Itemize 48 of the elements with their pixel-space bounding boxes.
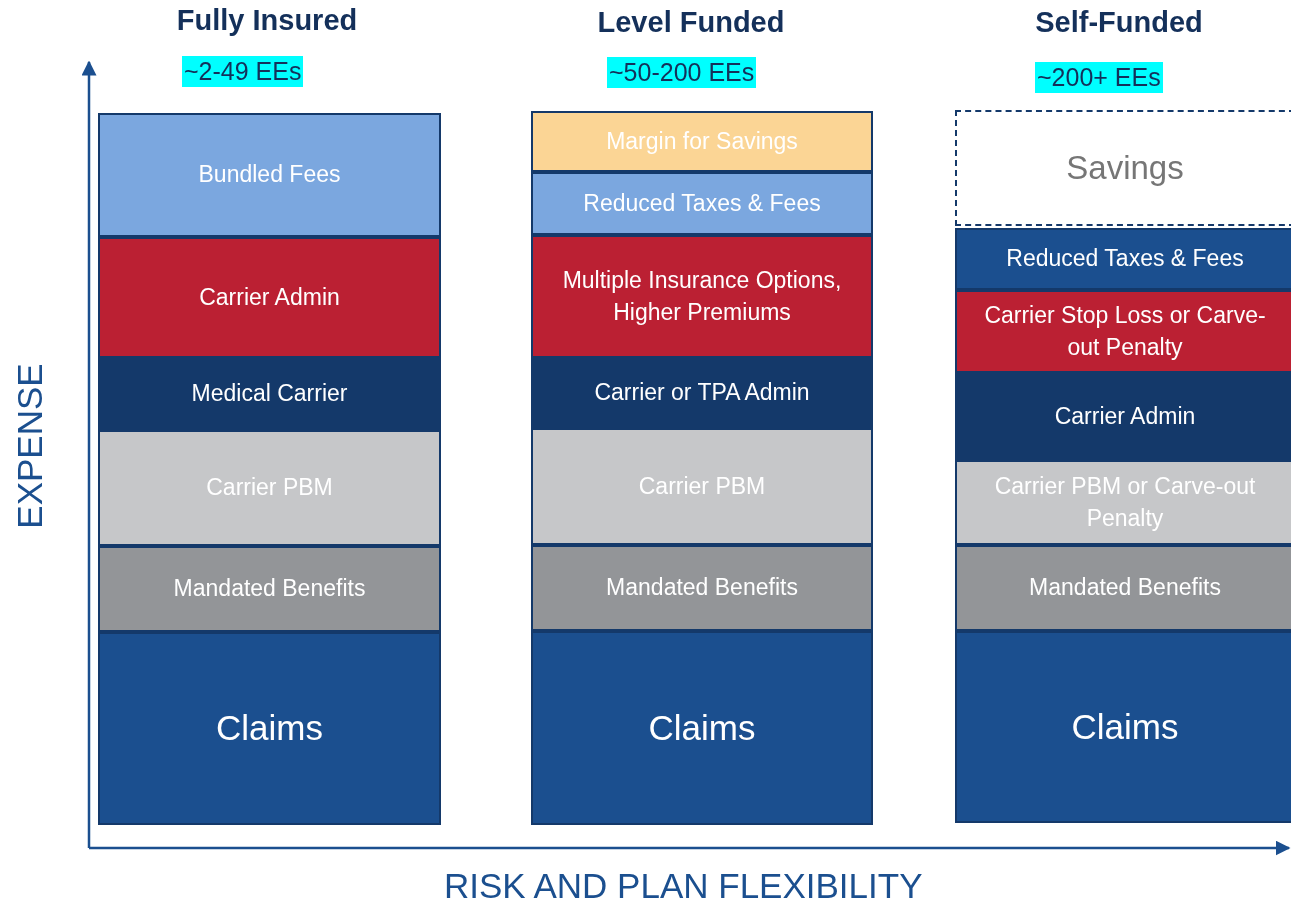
- segment-label: Savings: [1066, 148, 1184, 189]
- cost-segment: [955, 545, 1291, 631]
- segment-label: Carrier or TPA Admin: [594, 378, 810, 408]
- cost-segment: [531, 235, 873, 358]
- segment-label: Claims: [1071, 705, 1179, 748]
- segment-label: Claims: [648, 706, 756, 749]
- cost-segment: [531, 111, 873, 172]
- cost-segment: [98, 430, 441, 546]
- segment-label: Carrier PBM: [206, 473, 333, 503]
- cost-segment: [531, 358, 873, 428]
- cost-segment: [531, 631, 873, 825]
- cost-segment: [955, 631, 1291, 823]
- segment-label: Carrier PBM or Carve-out Penalty: [993, 471, 1257, 533]
- segment-label: Reduced Taxes & Fees: [583, 188, 821, 218]
- savings-box: [955, 110, 1291, 226]
- segment-label: Margin for Savings: [606, 126, 798, 156]
- segment-label: Claims: [216, 707, 323, 750]
- column-heading: Self-Funded: [1034, 6, 1204, 39]
- cost-segment: [955, 290, 1291, 373]
- segment-label: Carrier Admin: [1054, 401, 1196, 431]
- cost-segment: [955, 228, 1291, 290]
- cost-segment: [955, 460, 1291, 545]
- cost-segment: [98, 632, 441, 825]
- segment-label: Multiple Insurance Options, Higher Premiums: [561, 265, 843, 327]
- y-axis-title: EXPENSE: [10, 363, 50, 529]
- segment-label: Carrier Stop Loss or Carve-out Penalty: [983, 300, 1267, 362]
- employee-range: ~200+ EEs: [1035, 62, 1163, 93]
- cost-segment: [531, 172, 873, 235]
- employee-range: ~50-200 EEs: [607, 57, 757, 88]
- segment-label: Mandated Benefits: [173, 574, 366, 604]
- employee-range: ~2-49 EEs: [182, 56, 304, 87]
- segment-label: Reduced Taxes & Fees: [1006, 244, 1244, 274]
- segment-label: Medical Carrier: [191, 379, 348, 409]
- cost-segment: [98, 358, 441, 430]
- cost-segment: [531, 428, 873, 545]
- column-heading: Level Funded: [596, 6, 786, 39]
- segment-label: Carrier PBM: [638, 471, 766, 501]
- column-heading: Fully Insured: [175, 4, 359, 37]
- segment-label: Mandated Benefits: [1029, 573, 1221, 603]
- cost-segment: [531, 545, 873, 631]
- cost-segment: [98, 546, 441, 632]
- cost-segment: [98, 237, 441, 358]
- cost-segment: [98, 113, 441, 237]
- segment-label: Carrier Admin: [199, 282, 340, 312]
- cost-segment: [955, 373, 1291, 460]
- segment-label: Bundled Fees: [198, 160, 341, 190]
- segment-label: Mandated Benefits: [606, 573, 798, 603]
- x-axis-title: RISK AND PLAN FLEXIBILITY: [444, 866, 923, 906]
